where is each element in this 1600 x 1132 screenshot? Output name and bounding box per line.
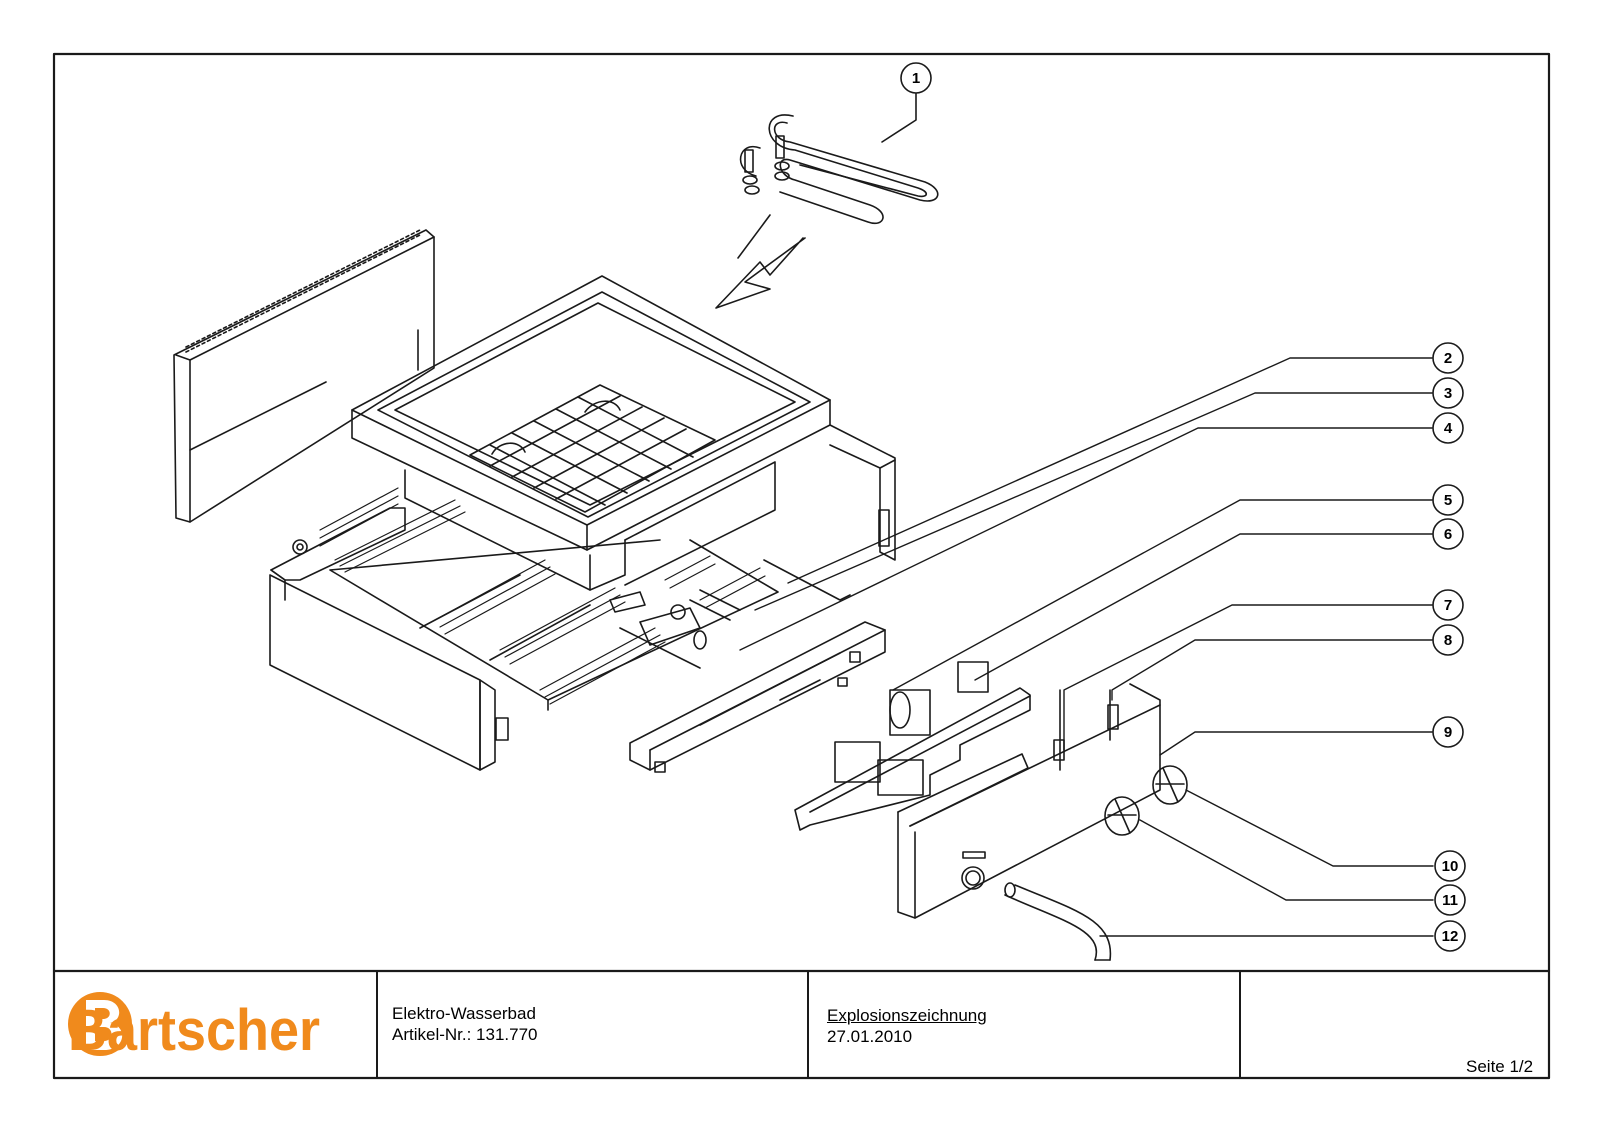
callout-circle-12	[1434, 920, 1466, 952]
callout-circle-11	[1434, 884, 1466, 916]
callout-circles	[900, 62, 1466, 952]
callout-label-3: 3	[1444, 385, 1452, 402]
leader-line-2	[787, 357, 1433, 584]
insertion-arrow	[715, 214, 806, 309]
product-info: Elektro-Wasserbad Artikel-Nr.: 131.770	[392, 1003, 538, 1045]
callout-circle-9	[1432, 716, 1464, 748]
callout-label-6: 6	[1444, 526, 1452, 543]
leader-line-9	[1159, 731, 1433, 756]
switch-bracket	[794, 661, 1031, 831]
leader-line-6	[974, 533, 1433, 681]
heating-element	[739, 114, 939, 225]
callout-circle-10	[1434, 850, 1466, 882]
callout-circle-7	[1432, 589, 1464, 621]
front-control-panel	[897, 683, 1161, 919]
page-number: Seite 1/2	[1466, 1057, 1534, 1076]
leader-line-5	[892, 499, 1433, 691]
leader-lines	[739, 357, 1434, 937]
leader-line-4	[739, 427, 1433, 651]
product-name: Elektro-Wasserbad	[392, 1004, 536, 1023]
bartscher-logo: Bartscher	[68, 992, 320, 1063]
leader-line-1	[881, 92, 917, 143]
article-number: Artikel-Nr.: 131.770	[392, 1025, 538, 1044]
back-panel	[173, 229, 435, 523]
callout-circle-5	[1432, 484, 1464, 516]
callout-circle-6	[1432, 518, 1464, 550]
callout-label-9: 9	[1444, 724, 1452, 741]
bottom-rail	[629, 621, 886, 773]
leader-line-10	[1185, 789, 1434, 867]
housing-base	[269, 507, 851, 771]
callout-circle-4	[1432, 412, 1464, 444]
callout-label-11: 11	[1442, 892, 1458, 909]
right-side-panel	[829, 424, 896, 561]
callout-label-5: 5	[1444, 492, 1452, 509]
callout-circle-1	[900, 62, 932, 94]
control-knob-large	[1152, 765, 1188, 805]
callout-label-7: 7	[1444, 597, 1452, 614]
sheet-border	[52, 52, 1551, 1080]
brand-wordmark: Bartscher	[68, 998, 320, 1063]
vent-slots	[319, 487, 766, 705]
drawing-type: Explosionszeichnung	[827, 1006, 987, 1025]
callout-circle-2	[1432, 342, 1464, 374]
control-knob-small	[1104, 796, 1140, 836]
callout-circle-8	[1432, 624, 1464, 656]
leader-line-8	[1111, 639, 1433, 701]
leader-line-3	[754, 392, 1433, 611]
callout-label-4: 4	[1444, 420, 1453, 437]
drain-hose	[1004, 882, 1112, 961]
callout-label-1: 1	[912, 70, 920, 87]
leader-line-7	[1063, 604, 1433, 751]
leader-line-11	[1139, 819, 1434, 901]
drain-valve	[609, 589, 741, 650]
drawing-date: 27.01.2010	[827, 1027, 913, 1046]
callout-label-2: 2	[1444, 350, 1452, 367]
callout-label-12: 12	[1442, 928, 1459, 945]
drawing-info: Explosionszeichnung 27.01.2010	[827, 1005, 987, 1047]
callout-label-10: 10	[1442, 858, 1459, 875]
water-basin	[351, 275, 831, 591]
callout-circle-3	[1432, 377, 1464, 409]
callout-label-8: 8	[1444, 632, 1452, 649]
